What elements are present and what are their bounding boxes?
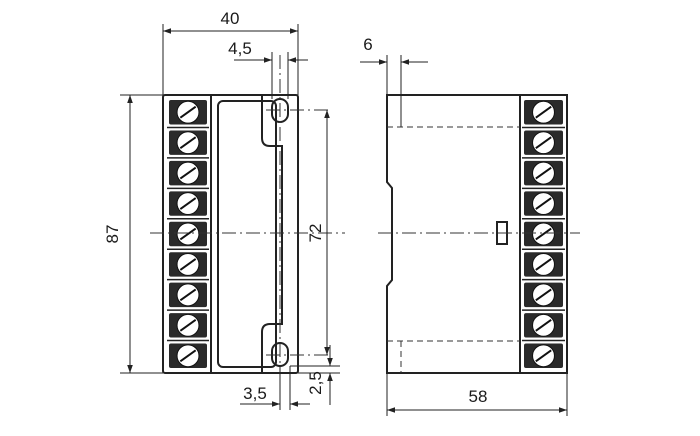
dim-rail-offset-label: 6: [363, 35, 372, 54]
screw-slot: [535, 105, 552, 119]
dim-height: 87: [103, 94, 163, 374]
side-view: [378, 94, 580, 374]
terminal: [167, 218, 209, 247]
dim-hole-spacing-label: 72: [306, 224, 325, 243]
dim-hole-spacing: 72: [306, 110, 330, 355]
screw-slot: [535, 166, 552, 180]
terminal: [522, 339, 565, 368]
screw-slot: [179, 136, 197, 149]
terminal: [167, 126, 209, 155]
terminal: [167, 157, 209, 186]
screw-slot: [535, 349, 552, 363]
screw-slot: [179, 349, 197, 363]
terminal: [167, 187, 209, 216]
screw-slot: [535, 288, 552, 302]
dim-depth: 58: [386, 373, 568, 416]
front-view: [150, 55, 345, 410]
terminal: [524, 100, 563, 125]
screw-slot: [179, 105, 197, 119]
screw-slot: [179, 258, 197, 271]
terminal: [167, 248, 209, 277]
screw-slot: [535, 197, 552, 210]
side-body-outline: [386, 94, 568, 374]
screw-slot: [179, 319, 197, 332]
dim-height-label: 87: [103, 225, 122, 244]
dim-bottom-offset-label: 3,5: [243, 384, 267, 403]
dim-total-width-label: 40: [221, 9, 240, 28]
screw-slot: [535, 136, 552, 149]
screw-slot: [179, 227, 197, 241]
dim-slot-offset: 4,5: [228, 39, 308, 99]
front-recess: [217, 100, 277, 368]
terminal: [522, 187, 565, 216]
terminal: [167, 278, 209, 308]
screw-slot: [535, 319, 552, 332]
dim-bottom-offset: 3,5: [240, 366, 310, 410]
terminal: [522, 278, 565, 308]
terminal: [522, 218, 565, 247]
side-terminal-strip: [522, 100, 565, 368]
terminal: [169, 100, 207, 125]
dim-hole-margin-label: 2,5: [306, 371, 325, 395]
terminal: [167, 339, 209, 368]
screw-slot: [535, 227, 552, 241]
screw-slot: [179, 166, 197, 180]
terminal: [167, 309, 209, 338]
terminal: [522, 309, 565, 338]
dim-slot-offset-label: 4,5: [228, 39, 252, 58]
dim-rail-offset: 6: [360, 35, 428, 127]
terminal: [522, 157, 565, 186]
dim-hole-margin: 2,5: [290, 345, 340, 405]
dim-depth-label: 58: [469, 387, 488, 406]
screw-slot: [179, 288, 197, 302]
front-terminal-strip: [167, 100, 209, 368]
screw-slot: [179, 197, 197, 210]
terminal: [522, 248, 565, 277]
screw-slot: [535, 258, 552, 271]
front-flange: [261, 96, 283, 372]
front-body-outline: [162, 94, 299, 374]
terminal: [522, 126, 565, 155]
